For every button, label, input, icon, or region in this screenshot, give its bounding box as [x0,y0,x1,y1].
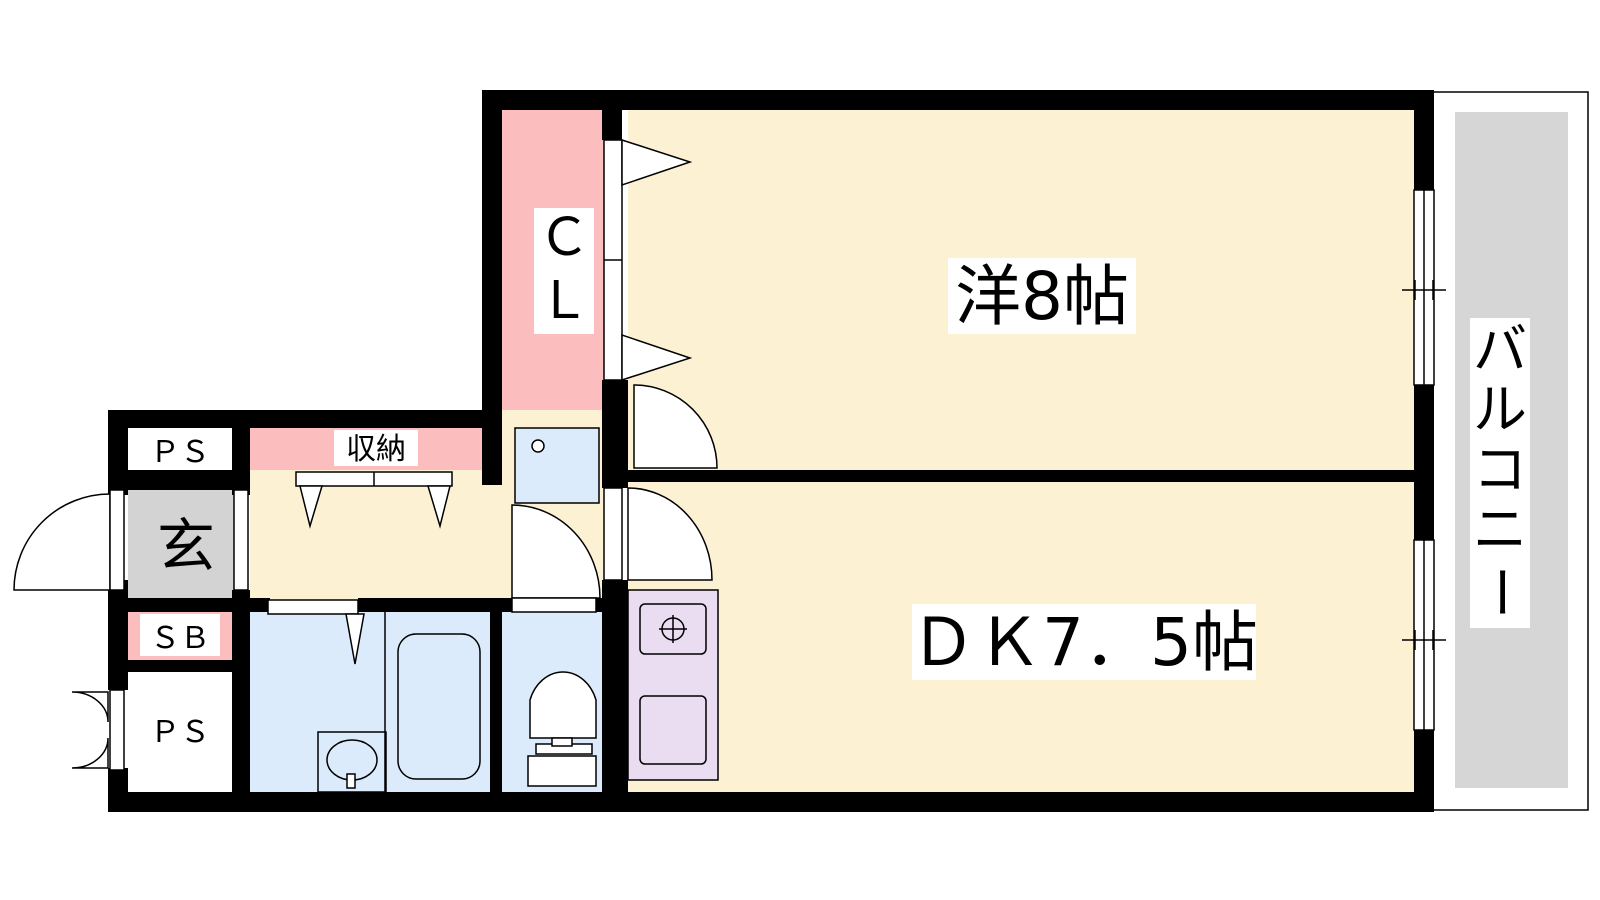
toilet [527,671,597,787]
toilet-door-sill [511,597,597,613]
balcony-char: ニ [1473,498,1527,561]
ps-door-upper [71,691,109,723]
bathroom-fixtures [317,612,481,793]
entrance-label: 玄 [157,512,215,580]
toilet-door [511,504,601,599]
western-room-label: 洋8帖 [955,258,1129,335]
balcony-char: バ [1473,318,1527,381]
shoe-box-label: ＳＢ [150,621,210,656]
dk-door [627,487,713,581]
sink [639,695,707,765]
balcony-char: ー [1469,565,1532,619]
drain-icon [531,439,545,453]
balcony-windows [1413,189,1435,731]
entrance-door [13,493,111,591]
ps-door-lower [71,737,109,769]
entrance-floor [128,490,234,598]
storage-label: 収納 [346,432,406,467]
walls [108,90,1434,812]
closet-label-c: Ｃ [538,208,590,268]
kitchen-fixtures [639,603,707,765]
washbasin-counter [317,731,387,793]
washroom-door [267,599,365,665]
faucet [346,773,356,789]
dining-kitchen-label: ＤＫ7．5帖 [910,604,1258,681]
balcony-label: バ ル コ ニ ー [1469,318,1532,619]
bathroom-floor [250,612,490,792]
washer-space [514,427,600,504]
western-room-door [633,384,718,469]
balcony-char: コ [1473,438,1527,501]
bathtub [397,633,481,780]
closet-doors [603,138,693,382]
balcony-char: ル [1473,378,1527,441]
window-marks [1402,280,1446,650]
door-frames [109,487,623,771]
pipe-space-top-label: ＰＳ [150,435,210,470]
label-backgrounds [130,208,1530,768]
storage-doors [295,471,453,529]
pipe-space-bottom-label: ＰＳ [150,715,210,750]
closet-label-l: Ｌ [538,271,590,331]
doors [13,384,718,769]
